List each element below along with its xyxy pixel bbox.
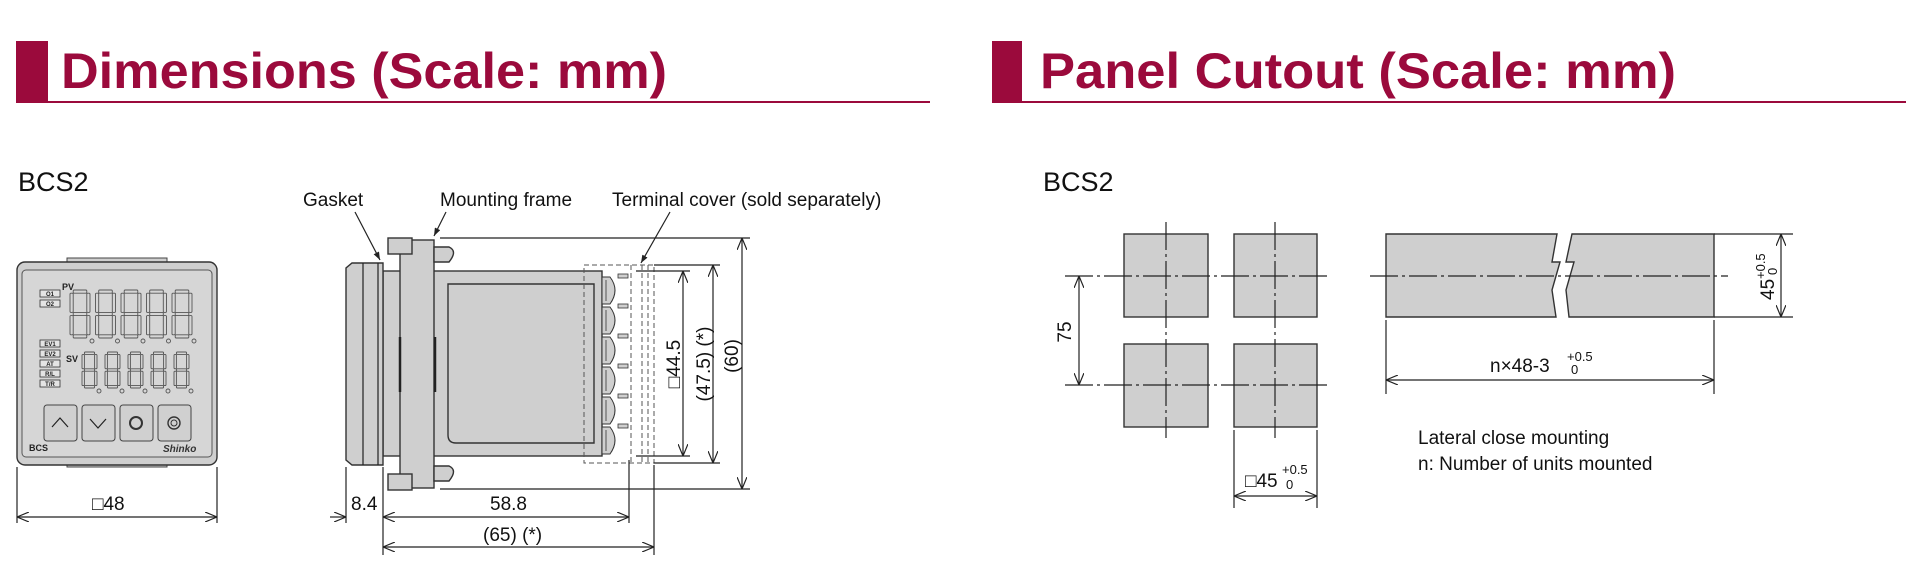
gasket-callout: Gasket [303, 190, 364, 211]
cutout-header: Panel Cutout (Scale: mm) [992, 41, 1906, 103]
seven-segment-digit [81, 351, 102, 394]
seven-segment-digit [104, 351, 125, 394]
indicator-label: EV2 [44, 352, 56, 358]
pv-display [69, 289, 197, 344]
terminal-cover-callout: Terminal cover (sold separately) [612, 190, 881, 211]
front-width-value: □48 [92, 494, 125, 515]
function-button[interactable] [157, 404, 192, 442]
mounting-frame [387, 237, 455, 491]
strip-length-main: n×48-3 [1490, 356, 1550, 377]
indicator-label: EV1 [44, 342, 56, 348]
square-size-main: □45 [1245, 471, 1278, 492]
square-tol-lower: 0 [1286, 477, 1293, 492]
dimensions-header: Dimensions (Scale: mm) [16, 41, 930, 103]
seven-segment-digit [173, 351, 194, 394]
indicator-label: R/L [45, 372, 55, 378]
terminal-block [601, 273, 629, 455]
header-accent-block [16, 41, 48, 103]
square-size-value: □45 [1245, 471, 1278, 492]
sv-display [81, 351, 194, 394]
pitch-value: 75 [1055, 321, 1076, 342]
seven-segment-digit [95, 289, 120, 344]
cutout-strip: 45 +0.5 0 n×48-3 +0.5 0 [1370, 233, 1793, 394]
indicator-lamp: O1 [39, 289, 61, 298]
frame-height-value: (60) [722, 339, 743, 373]
up-button[interactable] [43, 404, 78, 442]
square-tol-upper: +0.5 [1282, 462, 1308, 477]
seven-segment-digit [150, 351, 171, 394]
indicator-label: T/R [45, 382, 55, 388]
indicator-lamp: EV1 [39, 339, 61, 348]
strip-length-tol-lower: 0 [1571, 362, 1578, 377]
dimensions-title: Dimensions (Scale: mm) [61, 43, 667, 99]
mode-circle-icon [129, 416, 143, 430]
mode-button[interactable] [119, 404, 154, 442]
strip-height-main: 45 [1758, 279, 1779, 300]
seven-segment-digit [171, 289, 197, 344]
cutout-model-label: BCS2 [1043, 167, 1114, 197]
side-view [345, 237, 655, 491]
note-lateral-mounting: Lateral close mounting [1418, 428, 1609, 449]
body-label-area [447, 283, 595, 444]
total-depth-value: (65) (*) [483, 525, 542, 546]
indicator-lamp: R/L [39, 369, 61, 378]
strip-length-tol-upper: +0.5 [1567, 349, 1593, 364]
seven-segment-digit [69, 289, 95, 344]
dimensions-model-label: BCS2 [18, 167, 89, 197]
indicator-label: O1 [46, 292, 55, 298]
body-height-value: □44.5 [664, 340, 685, 388]
up-arrow-icon [51, 417, 69, 428]
terminal-screw [601, 393, 629, 425]
terminal-screw [601, 303, 629, 335]
terminal-screw [601, 333, 629, 365]
front-buttons [43, 404, 192, 442]
strip-right [1565, 233, 1715, 318]
pv-label: PV [62, 282, 74, 292]
indicator-lamp: AT [39, 359, 61, 368]
indicator-lamp: T/R [39, 379, 61, 388]
model-mark: BCS [29, 443, 48, 453]
strip-height-tol-lower: 0 [1765, 268, 1780, 275]
terminal-screw [601, 423, 629, 455]
side-view-dimensions: (60) (47.5) (*) □44.5 8.4 58.8 (65) (*) [330, 237, 750, 555]
cutout-grid: 75 □45 +0.5 0 [1055, 222, 1330, 508]
frame-screw-top [433, 246, 455, 263]
frame-screw-bottom [433, 465, 455, 482]
terminal-screw [601, 273, 629, 305]
front-width-dimension: □48 [16, 467, 218, 523]
indicator-label: AT [46, 362, 54, 368]
indicator-label: O2 [46, 302, 55, 308]
mounting-frame-callout: Mounting frame [440, 190, 572, 211]
down-button[interactable] [81, 404, 116, 442]
gasket [345, 262, 384, 466]
strip-height-tol-upper: +0.5 [1753, 253, 1768, 279]
callouts: Gasket Mounting frame Terminal cover (so… [303, 190, 881, 264]
gasket-depth-value: 8.4 [351, 494, 378, 515]
body-depth-value: 58.8 [490, 494, 527, 515]
down-arrow-icon [89, 418, 107, 429]
cutout-title: Panel Cutout (Scale: mm) [1040, 43, 1676, 99]
seven-segment-digit [146, 289, 171, 344]
terminal-cover [583, 264, 655, 464]
terminal-screw [601, 363, 629, 395]
cover-height-value: (47.5) (*) [694, 327, 715, 402]
indicator-lamp: EV2 [39, 349, 61, 358]
sv-label: SV [66, 354, 78, 364]
indicator-lamp: O2 [39, 299, 61, 308]
note-units-mounted: n: Number of units mounted [1418, 454, 1652, 475]
header-accent-block [992, 41, 1022, 103]
function-circle-icon [167, 416, 181, 430]
brand-logo: Shinko [163, 444, 196, 455]
seven-segment-digit [127, 351, 148, 394]
seven-segment-digit [120, 289, 146, 344]
